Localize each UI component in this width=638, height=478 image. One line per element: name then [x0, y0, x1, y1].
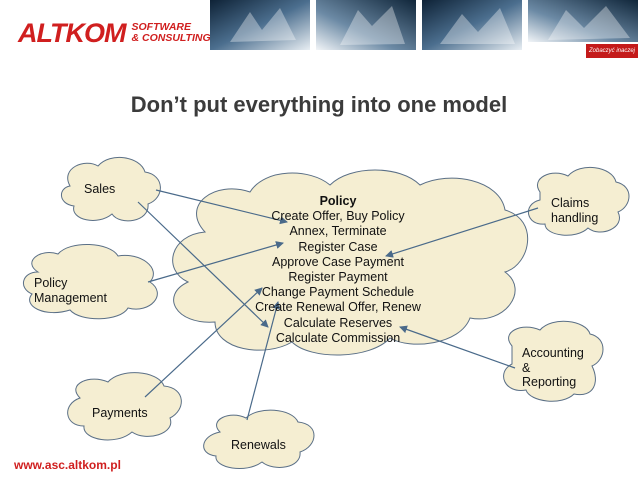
- footer-url[interactable]: www.asc.altkom.pl: [14, 458, 121, 472]
- accounting-reporting-cloud: [503, 320, 604, 402]
- banner-image-2: [316, 0, 416, 50]
- company-logo[interactable]: ALTKOM SOFTWARE & CONSULTING: [18, 16, 211, 50]
- claims-handling-cloud: [528, 166, 630, 236]
- arrow-accounting-to-policy: [399, 325, 516, 369]
- policy-management-cloud: [23, 243, 158, 320]
- header: ALTKOM SOFTWARE & CONSULTING Zobacz: [0, 0, 638, 62]
- policy-item: Calculate Commission: [275, 330, 401, 345]
- renewals-label: Renewals: [231, 438, 286, 452]
- logo-subtitle-line-2: & CONSULTING: [131, 32, 211, 44]
- policy-item: Calculate Reserves: [283, 315, 393, 330]
- sales-label: Sales: [84, 182, 116, 196]
- arrow-payments-to-policy: [144, 287, 263, 398]
- arrow-sales-to-policy-renewal: [137, 201, 269, 328]
- policy-heading: Policy: [319, 194, 357, 208]
- arrow-policy-management-to-policy: [147, 241, 284, 283]
- payments-label: Payments: [92, 406, 148, 420]
- policy-item: Register Case: [298, 239, 378, 254]
- logo-subtitle-line-1: SOFTWARE: [131, 21, 191, 33]
- accounting-reporting-label: Accounting&Reporting: [522, 346, 584, 389]
- logo-subtitle: SOFTWARE & CONSULTING: [131, 22, 210, 44]
- policy-item: Register Payment: [288, 270, 388, 285]
- policy-item: Create Renewal Offer, Renew: [255, 300, 421, 315]
- header-banner-images: [210, 0, 638, 50]
- policy-item: Change Payment Schedule: [261, 285, 415, 300]
- sales-cloud: [61, 156, 161, 222]
- banner-image-3: [422, 0, 522, 50]
- slide-title: Don’t put everything into one model: [130, 92, 508, 117]
- arrow-renewals-to-policy: [246, 301, 281, 421]
- policy-item: Approve Case Payment: [271, 254, 404, 269]
- renewals-cloud: [203, 409, 315, 469]
- arrow-claims-to-policy: [385, 207, 539, 258]
- policy-context-text: Policy Create Offer, Buy Policy Annex, T…: [240, 194, 436, 346]
- arrow-sales-to-policy: [155, 189, 288, 225]
- banner-image-1: [210, 0, 310, 50]
- policy-item: Annex, Terminate: [289, 224, 387, 239]
- tagline-badge: Zobaczyć inaczej: [586, 44, 638, 58]
- policy-item: Create Offer, Buy Policy: [271, 209, 405, 224]
- banner-image-4: [528, 0, 638, 42]
- logo-wordmark: ALTKOM: [18, 17, 126, 48]
